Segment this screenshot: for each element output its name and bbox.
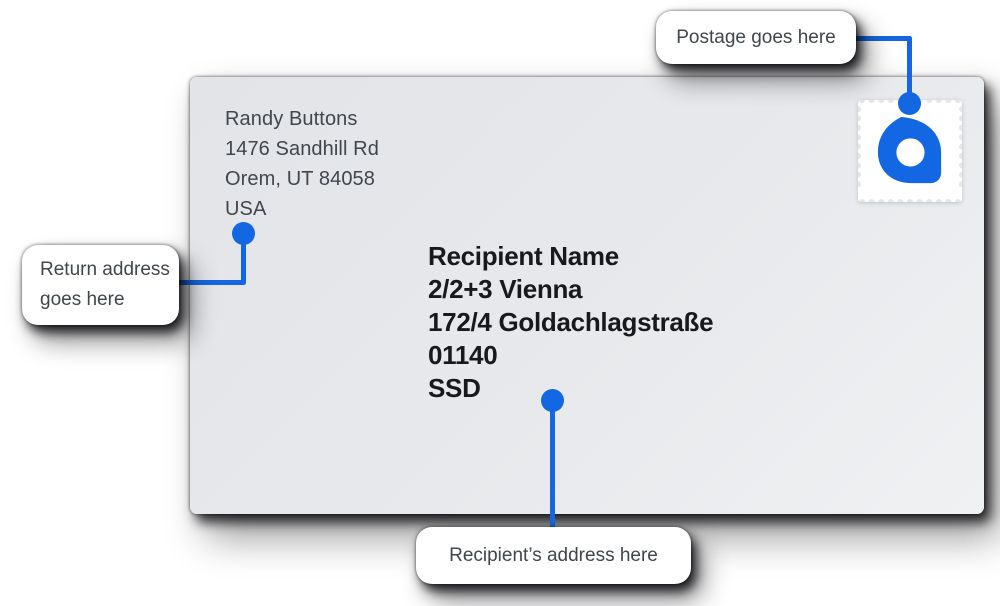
callout-postage: Postage goes here: [656, 11, 856, 64]
callout-recipient-address: Recipient’s address here: [416, 527, 691, 584]
return-connector-dot: [232, 222, 255, 245]
postage-stamp: [858, 100, 962, 202]
return-connector-line-vertical: [241, 233, 246, 285]
return-connector-line-horizontal: [178, 280, 246, 285]
recipient-address-line: Recipient Name: [428, 241, 619, 271]
postage-connector-line-horizontal: [853, 36, 912, 41]
callout-return-address-label: Return address goes here: [40, 259, 170, 310]
envelope: Randy Buttons 1476 Sandhill Rd Orem, UT …: [190, 77, 984, 514]
recipient-address-line: 01140: [428, 340, 498, 370]
return-address-line: USA: [225, 198, 267, 220]
recipient-address-line: SSD: [428, 373, 481, 403]
recipient-address-block: Recipient Name 2/2+3 Vienna 172/4 Goldac…: [428, 240, 714, 405]
brand-a-pin-logo-icon: [877, 116, 942, 184]
recipient-address-line: 172/4 Goldachlagstraße: [428, 307, 714, 337]
recipient-address-line: 2/2+3 Vienna: [428, 274, 583, 304]
postage-connector-dot: [898, 92, 921, 115]
callout-recipient-address-label: Recipient’s address here: [449, 544, 658, 566]
recipient-connector-line-vertical: [550, 399, 555, 529]
postage-connector-line-vertical: [907, 36, 912, 104]
return-address-line: Randy Buttons: [225, 108, 358, 130]
return-address-line: Orem, UT 84058: [225, 168, 375, 190]
return-address-block: Randy Buttons 1476 Sandhill Rd Orem, UT …: [225, 104, 379, 224]
return-address-line: 1476 Sandhill Rd: [225, 138, 379, 160]
callout-return-address: Return address goes here: [22, 245, 179, 325]
callout-postage-label: Postage goes here: [676, 26, 836, 48]
recipient-connector-dot: [541, 389, 564, 412]
